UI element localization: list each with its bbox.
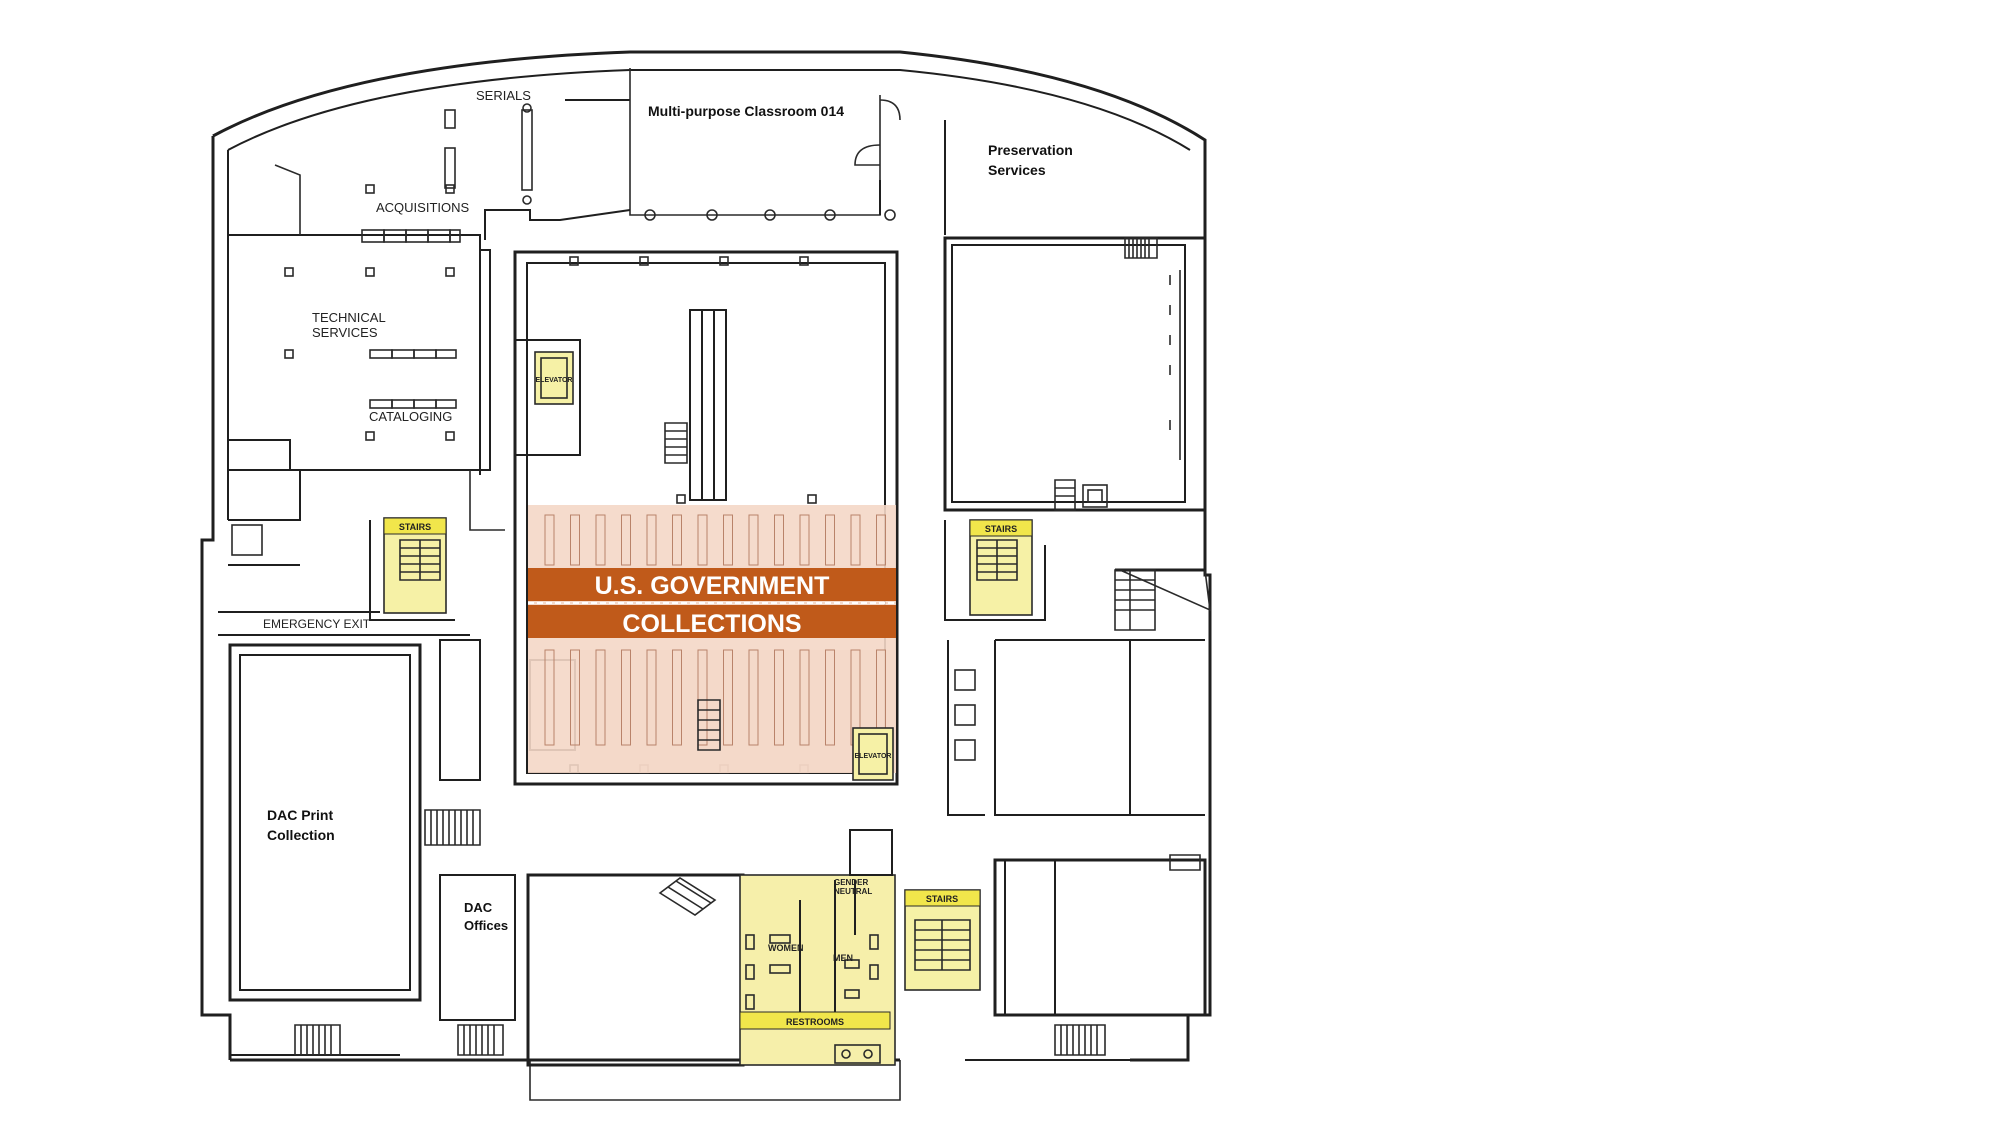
stairs-bottom[interactable]: STAIRS	[904, 889, 981, 991]
shelf-unit	[646, 649, 657, 746]
elevator-lower-tag: ELEVATOR	[855, 753, 892, 760]
stairs-right[interactable]: STAIRS	[944, 519, 1046, 621]
women-label: WOMEN	[768, 943, 804, 953]
shelf-unit	[850, 514, 861, 566]
bottom-center-room	[526, 873, 745, 1067]
shelf-unit	[544, 649, 555, 746]
shelf-unit	[697, 649, 708, 746]
dac-offices-label-line2: Offices	[464, 918, 508, 933]
elevator-lower[interactable]: ELEVATOR	[852, 727, 894, 781]
building-outline	[200, 50, 1212, 1101]
shelf-unit	[748, 649, 759, 746]
classroom-label[interactable]: Multi-purpose Classroom 014	[648, 103, 844, 119]
stairs-left[interactable]: STAIRS	[369, 517, 455, 621]
emergency-exit-label: EMERGENCY EXIT	[263, 617, 371, 631]
shelf-unit	[646, 514, 657, 566]
shelf-unit	[544, 514, 555, 566]
preservation-label-line2[interactable]: Services	[988, 162, 1046, 178]
acquisitions-label: ACQUISITIONS	[376, 200, 470, 215]
serials-label: SERIALS	[476, 88, 531, 103]
collections-band-top	[528, 568, 896, 601]
dac-offices-label-line1: DAC	[464, 900, 493, 915]
restrooms-area[interactable]: WOMEN MEN GENDER NEUTRAL RESTROOMS	[739, 874, 896, 1066]
shelf-unit	[723, 514, 733, 566]
technical-services-wing: ACQUISITIONS TECHNICAL SERVICES CATALOGI…	[228, 164, 505, 566]
collections-band-bottom	[528, 605, 896, 638]
gender-neutral-label-line1: GENDER	[834, 878, 868, 887]
collections-shaded-area-lower	[580, 650, 896, 773]
shelf-unit	[774, 649, 784, 746]
stairs-left-tag: STAIRS	[399, 522, 431, 532]
shelf-unit	[799, 514, 810, 566]
shelf-unit	[595, 514, 606, 566]
dac-print-collection-room[interactable]: DAC Print Collection	[228, 643, 422, 1002]
shelf-unit	[876, 514, 886, 566]
gender-neutral-restroom[interactable]	[849, 829, 893, 876]
shelf-unit	[621, 649, 631, 746]
gender-neutral-label-line2: NEUTRAL	[834, 887, 872, 896]
shelf-unit	[621, 514, 631, 566]
collections-label-line1: U.S. GOVERNMENT	[595, 572, 830, 600]
dac-print-label-line2: Collection	[267, 827, 335, 843]
restrooms-tag-label: RESTROOMS	[786, 1017, 844, 1027]
stairs-right-tag: STAIRS	[985, 524, 1017, 534]
technical-services-label-line1: TECHNICAL	[312, 310, 386, 325]
exterior-grates	[294, 569, 1156, 1056]
shelf-unit	[595, 649, 606, 746]
top-wing: SERIALS Multi-purpose Classroom 014 Pres…	[444, 68, 1073, 240]
shelf-unit	[799, 649, 810, 746]
bottom-right-rooms	[993, 854, 1207, 1017]
technical-services-label-line2: SERVICES	[312, 325, 378, 340]
collections-label-line2: COLLECTIONS	[622, 610, 801, 638]
men-label: MEN	[833, 953, 853, 963]
shelf-unit	[570, 649, 580, 746]
elevator-upper[interactable]: ELEVATOR	[534, 351, 574, 405]
shelf-unit	[748, 514, 759, 566]
right-upper-room	[943, 236, 1207, 512]
shelf-unit	[570, 514, 580, 566]
restrooms-fill	[739, 874, 896, 1066]
shelf-unit	[723, 649, 733, 746]
right-middle-rooms	[947, 568, 1211, 816]
preservation-label-line1[interactable]: Preservation	[988, 142, 1073, 158]
dac-offices-room[interactable]: DAC Offices	[439, 874, 516, 1021]
us-government-collections-area[interactable]: U.S. GOVERNMENT COLLECTIONS	[528, 505, 896, 773]
shelf-unit	[697, 514, 708, 566]
dac-print-label-line1: DAC Print	[267, 807, 333, 823]
shelf-unit	[672, 649, 682, 746]
emergency-exit-corridor[interactable]: EMERGENCY EXIT	[218, 611, 470, 636]
elevator-upper-tag: ELEVATOR	[536, 377, 573, 384]
shelf-unit	[774, 514, 784, 566]
shelf-unit	[825, 649, 835, 746]
collections-shelving	[544, 514, 886, 746]
left-middle-corridor	[229, 639, 481, 1056]
shelf-unit	[825, 514, 835, 566]
shelf-unit	[672, 514, 682, 566]
stairs-bottom-tag: STAIRS	[926, 894, 958, 904]
cataloging-label: CATALOGING	[369, 409, 452, 424]
restrooms-tag	[739, 1011, 891, 1030]
